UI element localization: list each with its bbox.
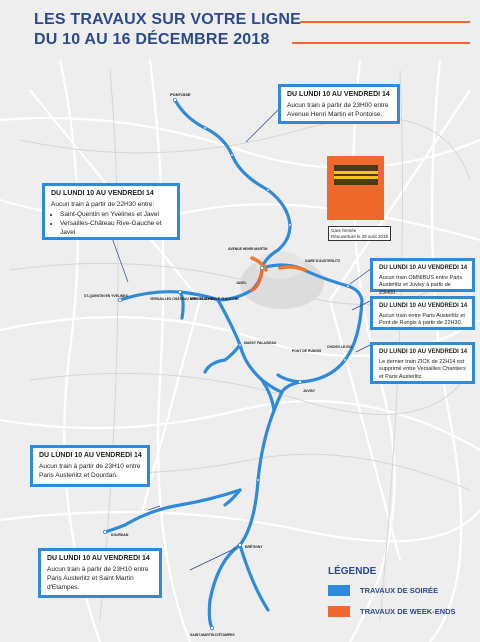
callout-javel: DU LUNDI 10 AU VENDREDI 14 Aucun train à… [42,183,180,240]
callout-connectors [111,107,373,571]
header-rule-1 [300,21,470,23]
poster-graphic [333,165,378,185]
callout-body: Le dernier train ZICK de 22H14 est suppr… [379,359,466,380]
legend-item-weekend: TRAVAUX DE WEEK-ENDS [328,606,456,617]
station-massy: MASSY PALAISEAU [244,341,277,345]
station-st-quentin: ST-QUENTIN EN YVELINES [84,294,129,298]
header-title-line2: DU 10 AU 16 DÉCEMBRE 2018 [34,31,270,48]
callout-title: DU LUNDI 10 AU VENDREDI 14 [379,265,468,271]
callout-title: DU LUNDI 10 AU VENDREDI 14 [39,452,142,459]
callout-bullets: Saint-Quentin en Yvelines et Javel Versa… [51,210,171,237]
callout-title: DU LUNDI 10 AU VENDREDI 14 [287,91,390,98]
callout-bullet: Saint-Quentin en Yvelines et Javel [60,210,171,219]
closed-station-line2: Réouverture le 25 août 2019 [331,233,389,239]
callout-body: Aucun train à partir de 23H10 entre Pari… [39,463,141,479]
callout-title: DU LUNDI 10 AU VENDREDI 14 [379,349,468,355]
callout-pontoise: DU LUNDI 10 AU VENDREDI 14 Aucun train à… [278,84,400,124]
closed-section [251,257,306,271]
callout-title: DU LUNDI 10 AU VENDREDI 14 [51,190,154,197]
legend-item-soiree: TRAVAUX DE SOIRÉE [328,585,438,596]
callout-body: Aucun train à partir de 23H00 entre Aven… [287,102,389,118]
callout-pont-rungis: DU LUNDI 10 AU VENDREDI 14 Aucun train e… [370,296,475,330]
station-versailles-rg: VERSAILLES CHÂTEAU RIVE GAUCHE [150,296,214,301]
closed-station-label: Gare fermée Réouverture le 25 août 2019 [328,226,392,242]
station-viroflay-rg: VIROFLAY RIVE GAUCHE [190,296,239,301]
station-avenue-hm: AVENUE HENRI MARTIN [228,247,268,251]
legend-label-soiree: TRAVAUX DE SOIRÉE [360,586,439,595]
station-pont-rungis: PONT DE RUNGIS [292,349,322,353]
station-javel: JAVEL [236,281,247,285]
station-markers [103,98,350,631]
legend-title: LÉGENDE [328,566,377,577]
callout-zick: DU LUNDI 10 AU VENDREDI 14 Le dernier tr… [370,342,475,384]
weekend-works-poster [327,156,384,220]
legend-swatch-soiree [328,585,350,596]
legend-label-weekend: TRAVAUX DE WEEK-ENDS [360,607,456,616]
station-dourdan: DOURDAN [111,533,129,537]
header-title-line1: LES TRAVAUX SUR VOTRE LIGNE [34,11,302,28]
callout-body: Aucun train à partir de 23H10 entre Pari… [47,566,149,591]
legend-swatch-weekend [328,606,350,617]
header-rule-2 [292,42,470,44]
station-austerlitz: GARE D'AUSTERLITZ [305,259,340,263]
station-pontoise: PONTOISE [170,92,191,97]
callout-bullet: Versailles-Château Rive-Gauche et Javel [60,219,171,237]
closed-station-line1: Gare fermée [331,228,357,233]
callout-dourdan: DU LUNDI 10 AU VENDREDI 14 Aucun train à… [30,445,150,487]
station-etampes: SAINT-MARTIN D'ÉTAMPES [190,632,235,637]
callout-body: Aucun train entre Paris Austerlitz et Po… [379,313,465,327]
station-choisy: CHOISY-LE-ROI [327,345,352,349]
callout-body: Aucun train OMNIBUS entre Paris Austerli… [379,275,463,296]
callout-body: Aucun train à partir de 22H30 entre: [51,201,155,208]
station-juvisy: JUVISY [303,389,316,393]
callout-etampes: DU LUNDI 10 AU VENDREDI 14 Aucun train à… [38,548,162,598]
callout-title: DU LUNDI 10 AU VENDREDI 14 [47,555,150,562]
callout-juvisy-omnibus: DU LUNDI 10 AU VENDREDI 14 Aucun train O… [370,258,475,296]
callout-title: DU LUNDI 10 AU VENDREDI 14 [379,303,468,309]
station-bretigny: BRÉTIGNY [245,544,263,549]
